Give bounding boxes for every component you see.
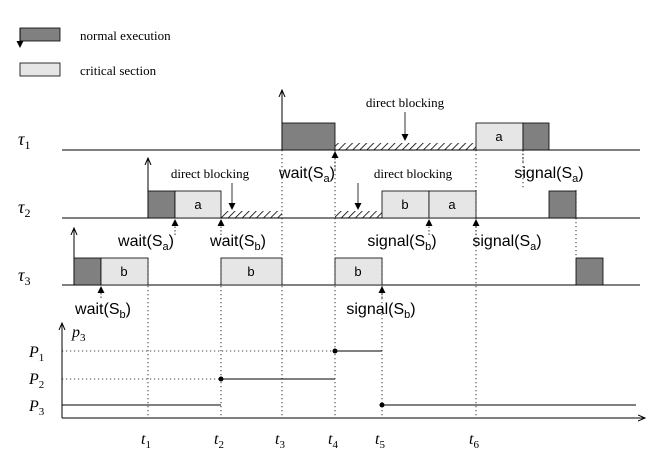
tau3-exec-block [73,257,102,286]
task-tau2-row: τ2 a b a direct blocking direct blocking… [18,158,640,253]
tick-t2: t2 [214,431,224,451]
tau2-exec-block [147,190,176,219]
tau3-critical-b-2-label: b [247,264,254,279]
task-tau2-label: τ2 [18,197,30,220]
priority-level-p1: P1 [28,344,44,364]
tau3-exec-block-2 [575,257,604,286]
tau1-critical-a [475,122,524,151]
legend-critical-label: critical section [80,63,157,78]
tau2-wait-sb-label: wait(Sb) [209,233,266,253]
priority-point-t2 [218,376,224,382]
tau2-blocking-hatch-1 [221,211,282,218]
tau1-signal-sa-label: signal(Sa) [514,165,583,185]
tau2-critical-a-2-label: a [448,197,456,212]
tau2-signal-sa-label: signal(Sa) [472,233,541,253]
task-tau3-row: τ3 b b b wait(Sb) signal(Sb) [18,228,640,321]
tau2-wait-sa-label: wait(Sa) [117,233,174,253]
tau1-blocking-hatch [335,143,476,150]
tau3-wait-sb-label: wait(Sb) [74,301,131,321]
tau3-critical-b-3 [334,257,383,286]
tau1-exec-block-2 [522,122,550,151]
tau2-signal-sb-label: signal(Sb) [367,233,436,253]
priority-plot: p3 P1 P2 P3 t1 t2 t3 t4 t5 t6 [28,323,645,451]
priority-axis-label: p3 [71,324,86,344]
tau1-critical-a-label: a [495,129,503,144]
legend-critical-swatch [19,62,61,77]
tau2-critical-a-1-label: a [194,197,202,212]
task-tau1-row: τ1 a direct blocking wait(Sa) signal(Sa) [18,90,640,185]
tick-t5: t5 [375,431,385,451]
tick-t1: t1 [141,431,151,451]
tau2-direct-blocking-label-1: direct blocking [171,166,250,181]
tick-t3: t3 [275,431,285,451]
legend: normal execution critical section [16,27,171,78]
legend-normal-swatch [19,27,61,42]
task-tau3-label: τ3 [18,265,30,288]
priority-point-t4 [332,348,338,354]
tau2-critical-b-label: b [401,197,408,212]
priority-level-p3: P3 [28,398,45,418]
tau2-critical-a-1 [174,190,222,219]
tick-t4: t4 [328,431,338,451]
tau2-exec-block-2 [548,190,577,219]
tau2-direct-blocking-label-2: direct blocking [374,166,453,181]
tau3-critical-b-1 [100,257,149,286]
priority-level-p2: P2 [28,371,44,391]
tau1-wait-sa-label: wait(Sa) [278,165,335,185]
tau3-critical-b-2 [220,257,283,286]
task-tau1-label: τ1 [18,129,30,152]
tau1-exec-block [281,122,336,151]
tau3-signal-sb-label: signal(Sb) [346,301,415,321]
tau3-critical-b-3-label: b [354,264,361,279]
tau2-critical-a-2 [428,190,477,219]
tau2-critical-b [381,190,430,219]
legend-normal-label: normal execution [80,28,171,43]
tau3-critical-b-1-label: b [120,264,127,279]
priority-point-t5 [379,402,385,408]
tick-t6: t6 [469,431,479,451]
tau2-blocking-hatch-2 [335,211,382,218]
tau1-direct-blocking-label: direct blocking [366,95,445,110]
